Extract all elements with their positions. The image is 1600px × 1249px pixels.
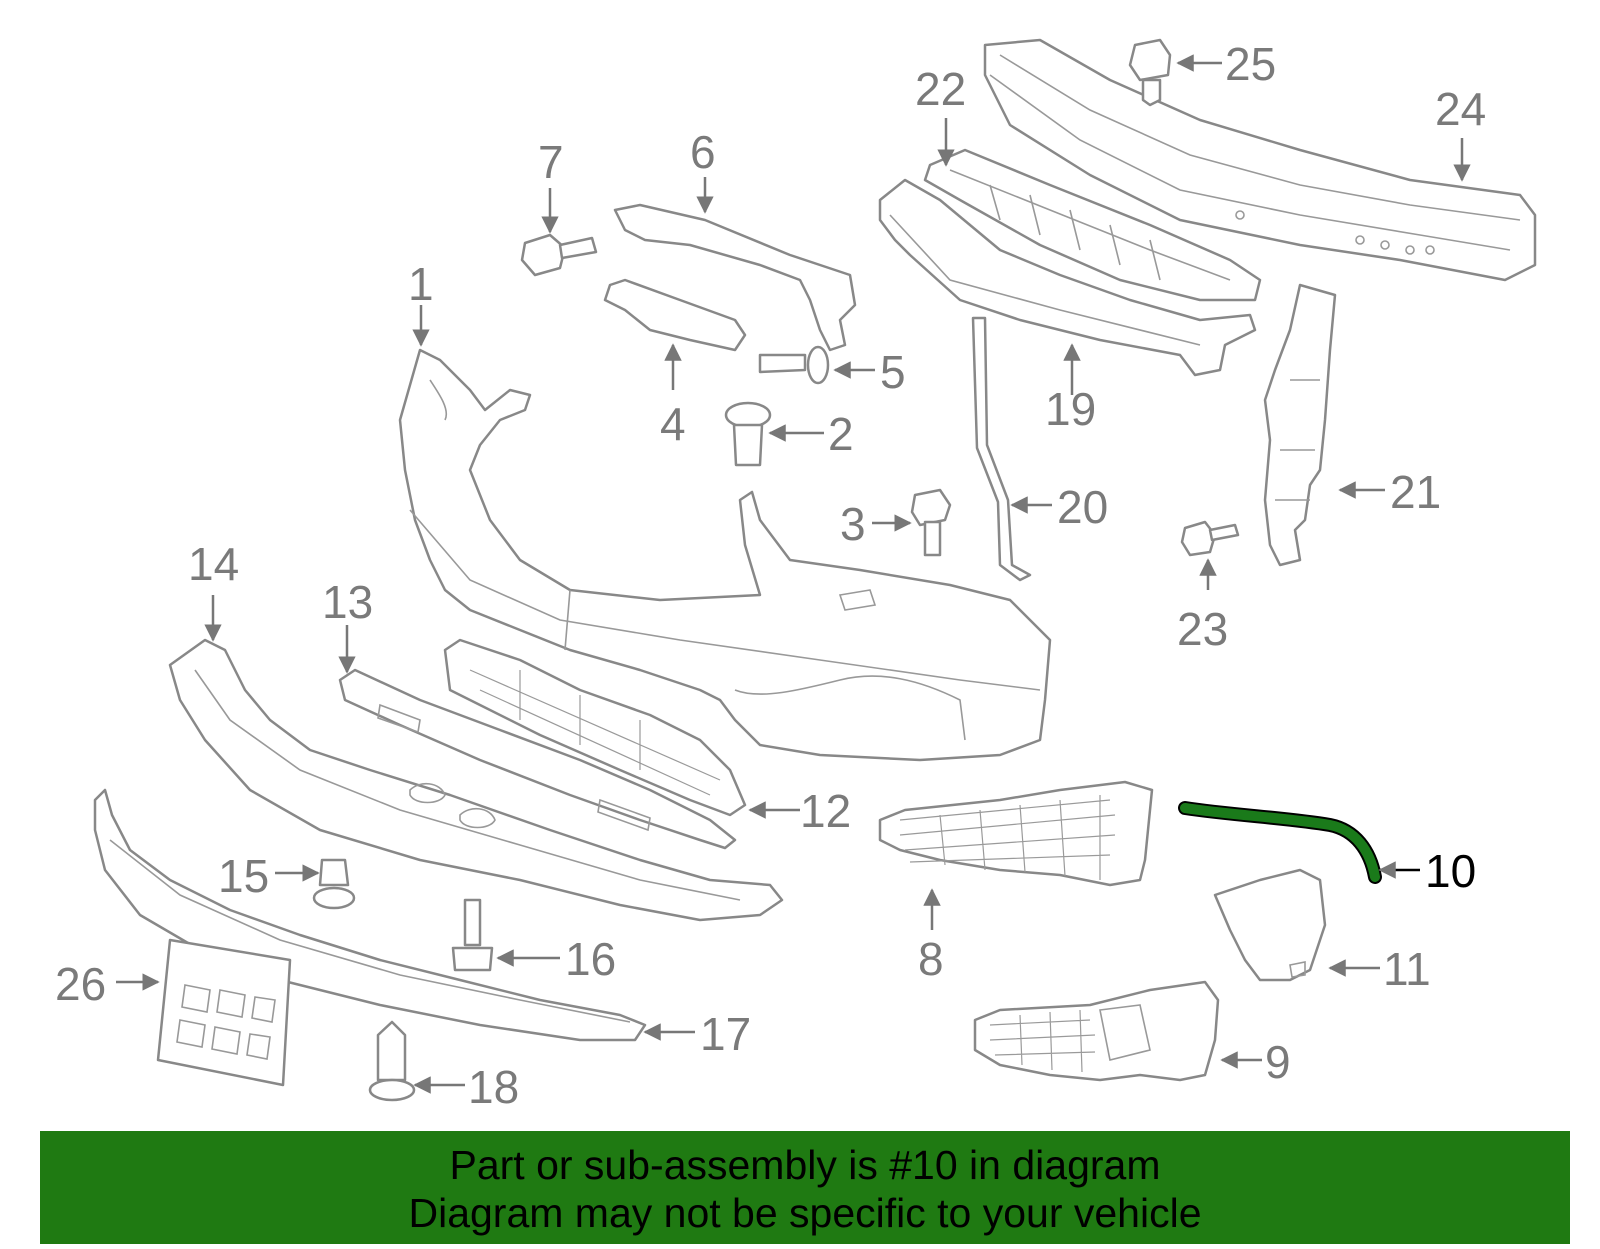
part-4-bracket [603, 278, 747, 352]
part-10-garnish-highlighted [1178, 801, 1382, 884]
callout-1: 1 [408, 258, 434, 310]
callout-19: 19 [1045, 383, 1096, 435]
callout-3: 3 [840, 498, 866, 550]
part-20-strip [971, 316, 1032, 582]
callout-6: 6 [690, 126, 716, 178]
callout-5: 5 [880, 346, 906, 398]
banner-line-1: Part or sub-assembly is #10 in diagram [449, 1142, 1161, 1188]
part-18-clip [368, 1020, 416, 1102]
callout-7: 7 [538, 136, 564, 188]
part-17-spoiler [93, 788, 647, 1042]
part-2-clip [724, 401, 772, 467]
info-banner: Part or sub-assembly is #10 in diagram D… [40, 1131, 1570, 1244]
part-19-upper-beam [878, 178, 1257, 377]
part-16-bolt [451, 898, 494, 972]
callout-8: 8 [918, 933, 944, 985]
callout-12: 12 [800, 785, 851, 837]
part-12-grille [443, 638, 747, 817]
callout-23: 23 [1177, 603, 1228, 655]
callout-11: 11 [1383, 943, 1431, 995]
part-8-fog-grille [878, 780, 1154, 887]
part-7-bolt [520, 233, 598, 277]
part-11-bracket [1213, 868, 1327, 982]
part-6-bracket [613, 203, 857, 352]
callout-21: 21 [1390, 466, 1441, 518]
callout-25: 25 [1225, 38, 1276, 90]
part-21-side-bracket [1263, 283, 1337, 567]
part-3-bolt [910, 488, 952, 557]
part-14-lower-cover [168, 638, 784, 922]
callout-22: 22 [915, 63, 966, 115]
leader-arrows [116, 54, 1471, 1094]
part-9-fog-grille [973, 980, 1220, 1082]
callout-16: 16 [565, 933, 616, 985]
part-13-lower-grille [338, 668, 737, 850]
part-5-clip [758, 345, 830, 385]
part-23-bolt [1180, 520, 1240, 557]
part-26-license-bracket [156, 938, 292, 1087]
part-24-bumper-beam [983, 38, 1537, 282]
callout-labels: 1 2 3 4 5 6 7 8 9 10 11 12 13 14 15 16 1… [55, 38, 1486, 1113]
callout-13: 13 [322, 576, 373, 628]
callout-9: 9 [1265, 1036, 1291, 1088]
callout-14: 14 [188, 538, 239, 590]
callout-15: 15 [218, 850, 269, 902]
callout-10: 10 [1425, 845, 1476, 897]
callout-4: 4 [660, 398, 686, 450]
part-15-clip [312, 858, 356, 910]
part-1-bumper-cover [398, 348, 1052, 762]
banner-line-2: Diagram may not be specific to your vehi… [408, 1190, 1202, 1236]
callout-26: 26 [55, 958, 106, 1010]
callout-17: 17 [700, 1008, 751, 1060]
part-22-absorber [923, 148, 1262, 302]
callout-2: 2 [828, 408, 854, 460]
part-25-bolt [1128, 38, 1172, 107]
callout-18: 18 [468, 1061, 519, 1113]
callout-24: 24 [1435, 83, 1486, 135]
callout-20: 20 [1057, 481, 1108, 533]
